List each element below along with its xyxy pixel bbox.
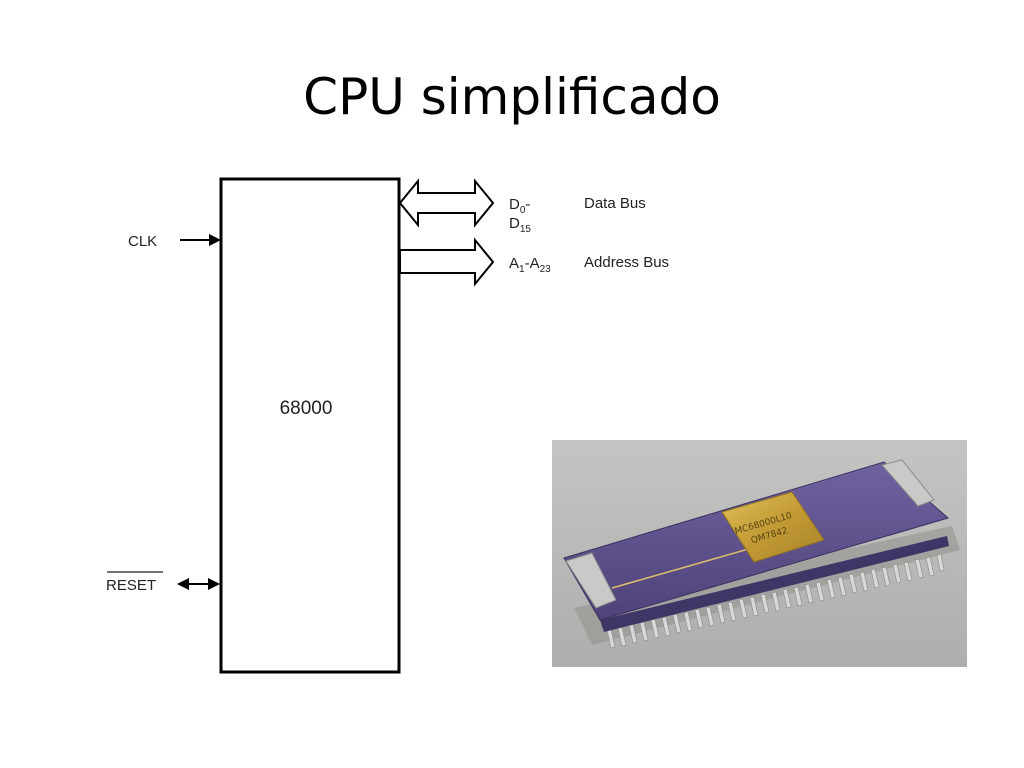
reset-arrow-head-left bbox=[177, 578, 189, 590]
cpu-block bbox=[219, 177, 401, 674]
reset-label: RESET bbox=[106, 577, 156, 594]
data-bus-label: Data Bus bbox=[584, 195, 646, 212]
chip-photo: MC68000L10 QM7842 bbox=[552, 440, 967, 667]
reset-arrow-head-right bbox=[208, 578, 220, 590]
slide-title: CPU simplificado bbox=[303, 68, 721, 126]
address-pins-label: A1-A23 bbox=[509, 255, 551, 275]
clk-arrow-head bbox=[209, 234, 221, 246]
data-pins-label: D0- bbox=[509, 196, 530, 216]
chip-pins bbox=[606, 553, 945, 649]
address-bus-label: Address Bus bbox=[584, 254, 669, 271]
data-pins-label-end: D15 bbox=[509, 215, 531, 235]
chip-photo-illustration: MC68000L10 QM7842 bbox=[552, 440, 967, 667]
data-bus-arrow bbox=[398, 178, 495, 228]
chip-gold-lid bbox=[721, 491, 825, 563]
cpu-chip-label: 68000 bbox=[280, 398, 333, 419]
clk-label: CLK bbox=[128, 233, 157, 250]
address-bus-arrow bbox=[399, 237, 495, 287]
